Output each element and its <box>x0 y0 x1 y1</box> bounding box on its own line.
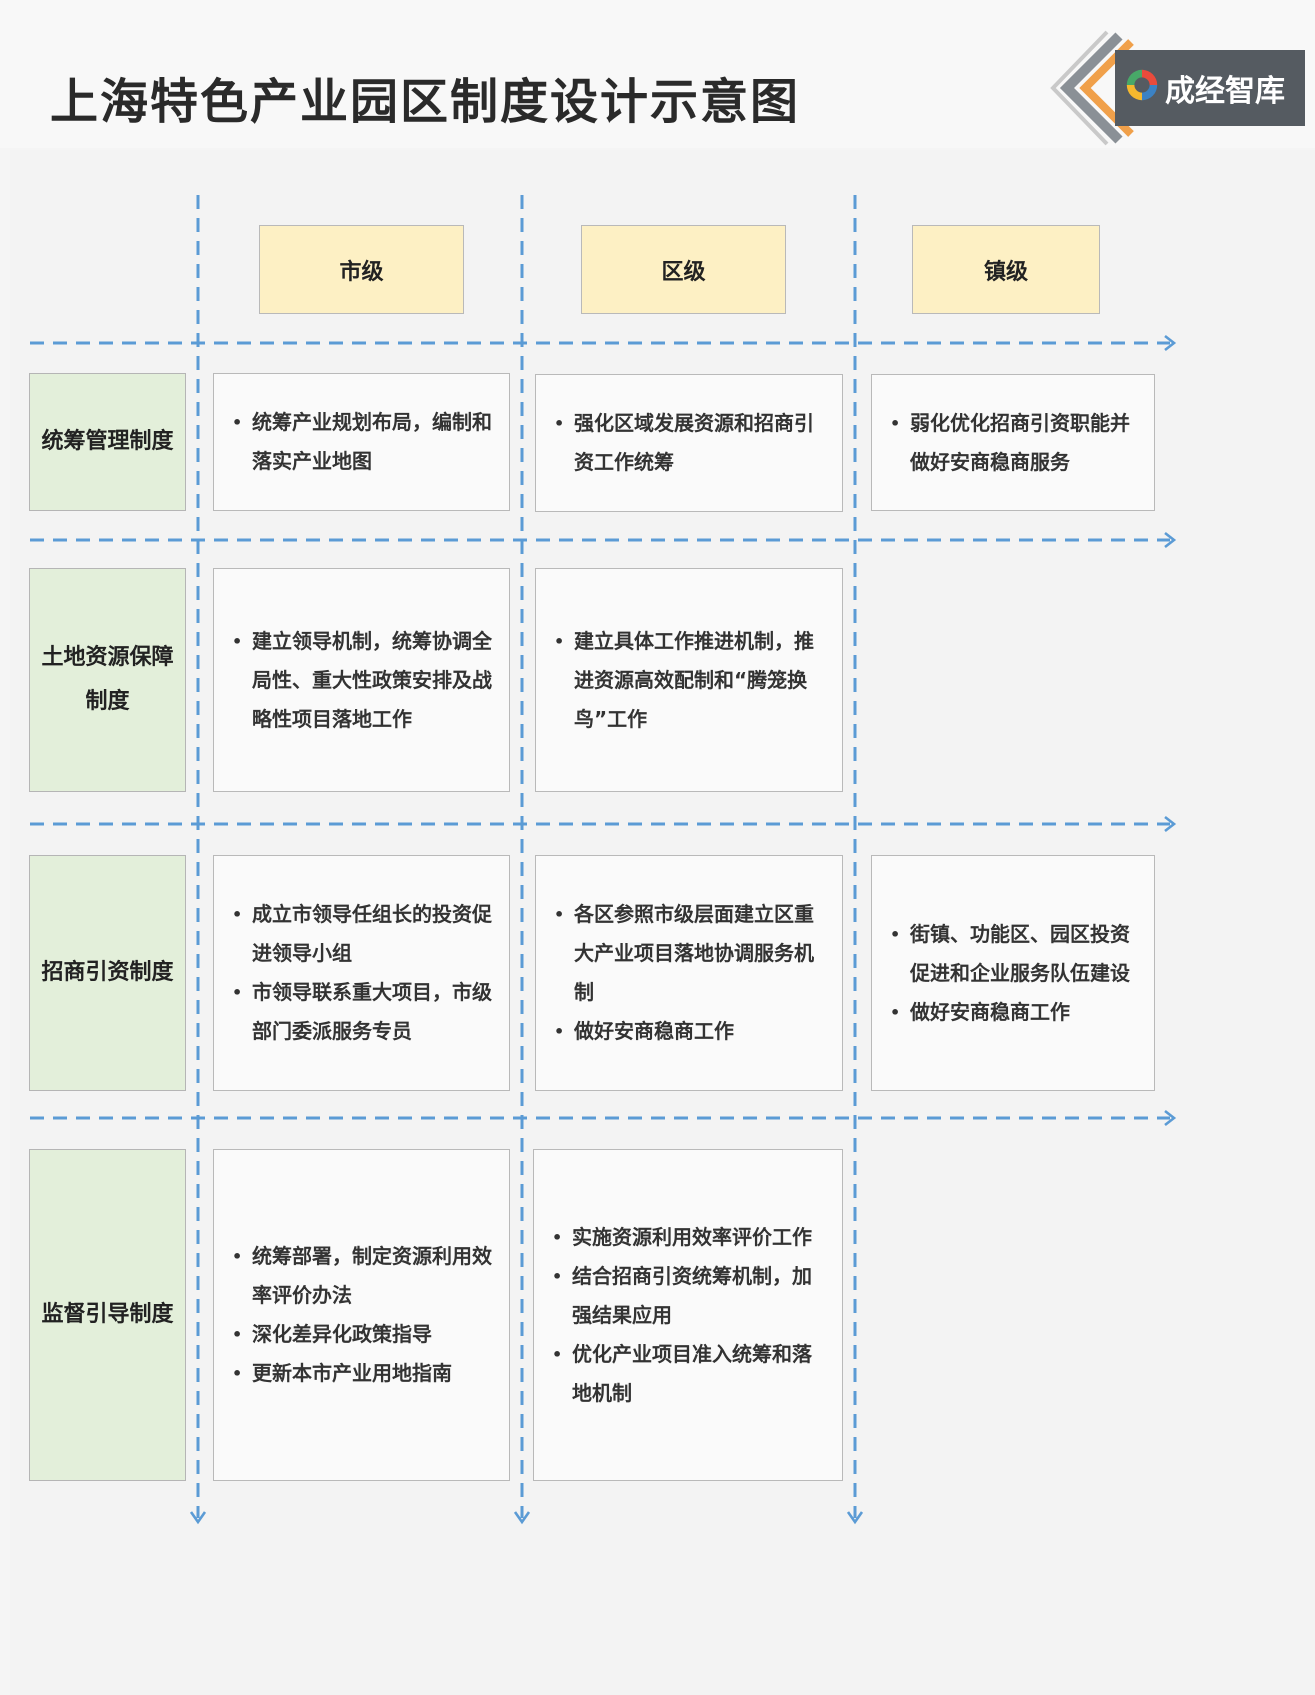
arrow-right-icon <box>1164 815 1177 833</box>
list-item: 各区参照市级层面建立区重大产业项目落地协调服务机制 <box>554 895 828 1012</box>
list-item: 建立领导机制，统筹协调全局性、重大性政策安排及战略性项目落地工作 <box>232 622 495 739</box>
list-item: 更新本市产业用地指南 <box>232 1354 495 1393</box>
content-cell: 实施资源利用效率评价工作 结合招商引资统筹机制，加强结果应用 优化产业项目准入统… <box>533 1149 843 1481</box>
diagram-canvas: 市级 区级 镇级 统筹管理制度 土地资源保障制度 招商引资制度 监督引导制度 统… <box>10 150 1315 1695</box>
list-item: 做好安商稳商工作 <box>554 1012 828 1051</box>
list-item: 街镇、功能区、园区投资促进和企业服务队伍建设 <box>890 915 1140 993</box>
list-item: 结合招商引资统筹机制，加强结果应用 <box>552 1257 828 1335</box>
arrow-right-icon <box>1164 334 1177 352</box>
row-label: 监督引导制度 <box>29 1149 186 1481</box>
arrow-right-icon <box>1164 1109 1177 1127</box>
list-item: 做好安商稳商工作 <box>890 993 1140 1032</box>
content-cell: 建立领导机制，统筹协调全局性、重大性政策安排及战略性项目落地工作 <box>213 568 510 792</box>
arrow-down-icon <box>513 1511 531 1525</box>
logo-background <box>1115 50 1305 126</box>
list-item: 统筹部署，制定资源利用效率评价办法 <box>232 1237 495 1315</box>
list-item: 弱化优化招商引资职能并做好安商稳商服务 <box>890 404 1140 482</box>
row-label: 统筹管理制度 <box>29 373 186 511</box>
row-label: 土地资源保障制度 <box>29 568 186 792</box>
content-cell: 弱化优化招商引资职能并做好安商稳商服务 <box>871 374 1155 511</box>
arrow-down-icon <box>846 1511 864 1525</box>
dashed-grid <box>30 195 1177 1525</box>
content-cell: 统筹产业规划布局，编制和落实产业地图 <box>213 373 510 511</box>
content-cell: 统筹部署，制定资源利用效率评价办法 深化差异化政策指导 更新本市产业用地指南 <box>213 1149 510 1481</box>
level-header-city: 市级 <box>259 225 464 314</box>
row-label: 招商引资制度 <box>29 855 186 1091</box>
level-header-district: 区级 <box>581 225 786 314</box>
arrow-down-icon <box>189 1511 207 1525</box>
content-cell: 各区参照市级层面建立区重大产业项目落地协调服务机制 做好安商稳商工作 <box>535 855 843 1091</box>
page-title: 上海特色产业园区制度设计示意图 <box>50 74 801 130</box>
list-item: 优化产业项目准入统筹和落地机制 <box>552 1335 828 1413</box>
header: 上海特色产业园区制度设计示意图 成经智库 <box>0 0 1315 148</box>
brand-logo: 成经智库 <box>1045 30 1305 146</box>
list-item: 成立市领导任组长的投资促进领导小组 <box>232 895 495 973</box>
arrow-right-icon <box>1164 531 1177 549</box>
logo-text: 成经智库 <box>1165 74 1285 109</box>
list-item: 市领导联系重大项目，市级部门委派服务专员 <box>232 973 495 1051</box>
content-cell: 街镇、功能区、园区投资促进和企业服务队伍建设 做好安商稳商工作 <box>871 855 1155 1091</box>
level-header-town: 镇级 <box>912 225 1100 314</box>
list-item: 强化区域发展资源和招商引资工作统筹 <box>554 404 828 482</box>
swirl-logo-icon <box>1126 69 1158 101</box>
list-item: 建立具体工作推进机制，推进资源高效配制和“腾笼换鸟”工作 <box>554 622 828 739</box>
list-item: 实施资源利用效率评价工作 <box>552 1218 828 1257</box>
content-cell: 成立市领导任组长的投资促进领导小组 市领导联系重大项目，市级部门委派服务专员 <box>213 855 510 1091</box>
content-cell: 强化区域发展资源和招商引资工作统筹 <box>535 374 843 512</box>
content-cell: 建立具体工作推进机制，推进资源高效配制和“腾笼换鸟”工作 <box>535 568 843 792</box>
list-item: 统筹产业规划布局，编制和落实产业地图 <box>232 403 495 481</box>
list-item: 深化差异化政策指导 <box>232 1315 495 1354</box>
